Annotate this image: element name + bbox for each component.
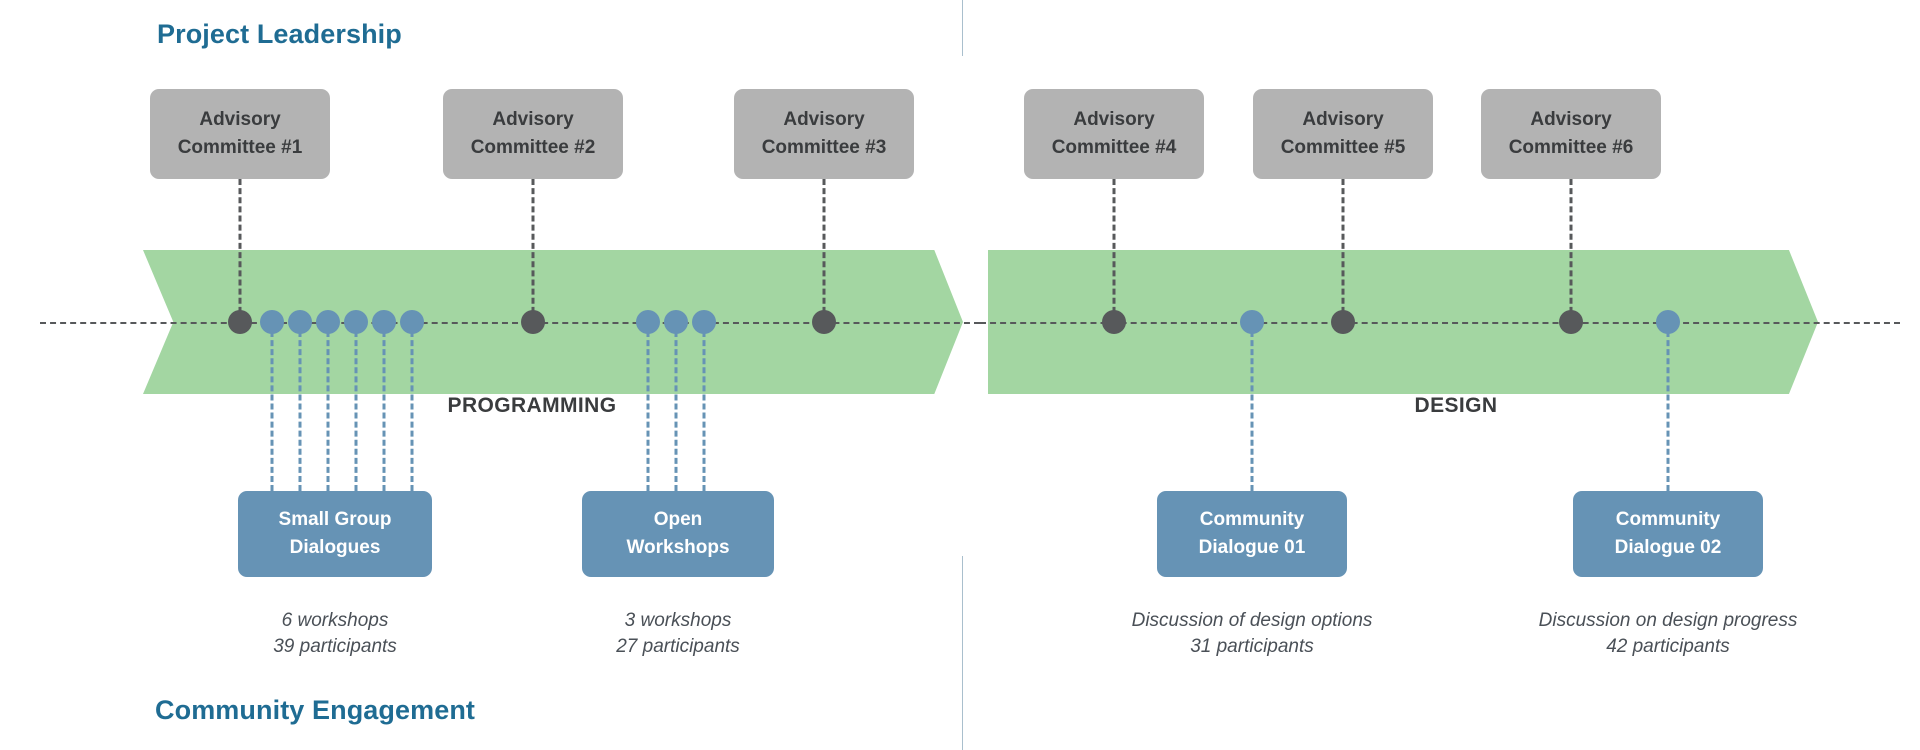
advisory-committee-card-4[interactable]: Advisory Committee #4: [1024, 89, 1204, 179]
engagement-stem-sgd-2: [298, 322, 302, 491]
advisory-committee-card-6[interactable]: Advisory Committee #6: [1481, 89, 1661, 179]
engagement-card-community-dialogue-01[interactable]: Community Dialogue 01: [1157, 491, 1347, 577]
milestone-dot-ow-1[interactable]: [636, 310, 660, 334]
milestone-dot-ow-3[interactable]: [692, 310, 716, 334]
milestone-dot-committee-6[interactable]: [1559, 310, 1583, 334]
caption-line2: 27 participants: [616, 636, 740, 658]
milestone-dot-committee-1[interactable]: [228, 310, 252, 334]
milestone-dot-sgd-3[interactable]: [316, 310, 340, 334]
milestone-dot-sgd-1[interactable]: [260, 310, 284, 334]
milestone-dot-ow-2[interactable]: [664, 310, 688, 334]
committee-card-line2: Committee #1: [177, 137, 303, 158]
engagement-card-line2: Dialogue 02: [1614, 537, 1722, 558]
advisory-committee-card-3[interactable]: Advisory Committee #3: [734, 89, 914, 179]
engagement-stem-ow-3: [702, 322, 706, 491]
committee-card-line1: Advisory: [783, 109, 865, 131]
milestone-dot-sgd-4[interactable]: [344, 310, 368, 334]
engagement-caption-community-dialogue-01: Discussion of design options 31 particip…: [1132, 608, 1373, 660]
committee-card-line2: Committee #5: [1280, 137, 1406, 158]
engagement-stem-sgd-3: [326, 322, 330, 491]
engagement-stem-sgd-6: [410, 322, 414, 491]
committee-stem-6: [1569, 179, 1573, 322]
milestone-dot-cd-01[interactable]: [1240, 310, 1264, 334]
milestone-dot-cd-02[interactable]: [1656, 310, 1680, 334]
milestone-dot-sgd-2[interactable]: [288, 310, 312, 334]
project-leadership-heading: Project Leadership: [157, 19, 402, 49]
engagement-card-line1: Small Group: [278, 508, 392, 530]
engagement-card-line1: Community: [1615, 508, 1721, 530]
caption-line1: 6 workshops: [281, 610, 389, 631]
engagement-card-line1: Open: [653, 508, 703, 530]
phase-label-programming: PROGRAMMING: [447, 394, 617, 417]
engagement-card-small-group-dialogues[interactable]: Small Group Dialogues: [238, 491, 432, 577]
advisory-committee-card-5[interactable]: Advisory Committee #5: [1253, 89, 1433, 179]
engagement-stem-sgd-4: [354, 322, 358, 491]
milestone-dot-sgd-6[interactable]: [400, 310, 424, 334]
phase-label-design: DESIGN: [1414, 394, 1498, 417]
milestone-dot-committee-2[interactable]: [521, 310, 545, 334]
milestone-dot-sgd-5[interactable]: [372, 310, 396, 334]
vertical-divider-top: [962, 0, 963, 56]
engagement-stem-cd-01: [1250, 322, 1254, 491]
committee-stem-1: [238, 179, 242, 322]
caption-line2: 39 participants: [273, 636, 397, 658]
engagement-stem-sgd-1: [270, 322, 274, 491]
timeline-spine-right: [980, 322, 1900, 324]
engagement-caption-small-group-dialogues: 6 workshops 39 participants: [273, 608, 397, 660]
caption-line2: 42 participants: [1606, 636, 1730, 658]
committee-card-line1: Advisory: [1530, 109, 1612, 131]
engagement-card-line2: Dialogue 01: [1198, 537, 1306, 558]
caption-line1: Discussion of design options: [1131, 610, 1373, 631]
committee-stem-2: [531, 179, 535, 322]
engagement-stem-ow-2: [674, 322, 678, 491]
engagement-stem-cd-02: [1666, 322, 1670, 491]
engagement-card-open-workshops[interactable]: Open Workshops: [582, 491, 774, 577]
committee-card-line2: Committee #2: [470, 137, 596, 158]
caption-line2: 31 participants: [1190, 636, 1314, 658]
engagement-stem-ow-1: [646, 322, 650, 491]
milestone-dot-committee-4[interactable]: [1102, 310, 1126, 334]
caption-line1: Discussion on design progress: [1538, 610, 1798, 631]
engagement-card-line2: Workshops: [626, 537, 730, 558]
committee-stem-4: [1112, 179, 1116, 322]
committee-card-line2: Committee #6: [1508, 137, 1634, 158]
engagement-caption-community-dialogue-02: Discussion on design progress 42 partici…: [1539, 608, 1798, 660]
engagement-card-line2: Dialogues: [289, 537, 381, 558]
caption-line1: 3 workshops: [624, 610, 732, 631]
advisory-committee-card-2[interactable]: Advisory Committee #2: [443, 89, 623, 179]
engagement-caption-open-workshops: 3 workshops 27 participants: [616, 608, 740, 660]
committee-stem-5: [1341, 179, 1345, 322]
committee-card-line2: Committee #4: [1051, 137, 1177, 158]
committee-card-line2: Committee #3: [761, 137, 887, 158]
committee-card-line1: Advisory: [1302, 109, 1384, 131]
committee-card-line1: Advisory: [1073, 109, 1155, 131]
engagement-card-community-dialogue-02[interactable]: Community Dialogue 02: [1573, 491, 1763, 577]
engagement-card-line1: Community: [1199, 508, 1305, 530]
vertical-divider-bottom: [962, 556, 963, 750]
milestone-dot-committee-5[interactable]: [1331, 310, 1355, 334]
engagement-stem-sgd-5: [382, 322, 386, 491]
committee-stem-3: [822, 179, 826, 322]
committee-card-line1: Advisory: [199, 109, 281, 131]
milestone-dot-committee-3[interactable]: [812, 310, 836, 334]
timeline-spine-left: [40, 322, 980, 324]
advisory-committee-card-1[interactable]: Advisory Committee #1: [150, 89, 330, 179]
community-engagement-heading: Community Engagement: [155, 695, 476, 725]
committee-card-line1: Advisory: [492, 109, 574, 131]
